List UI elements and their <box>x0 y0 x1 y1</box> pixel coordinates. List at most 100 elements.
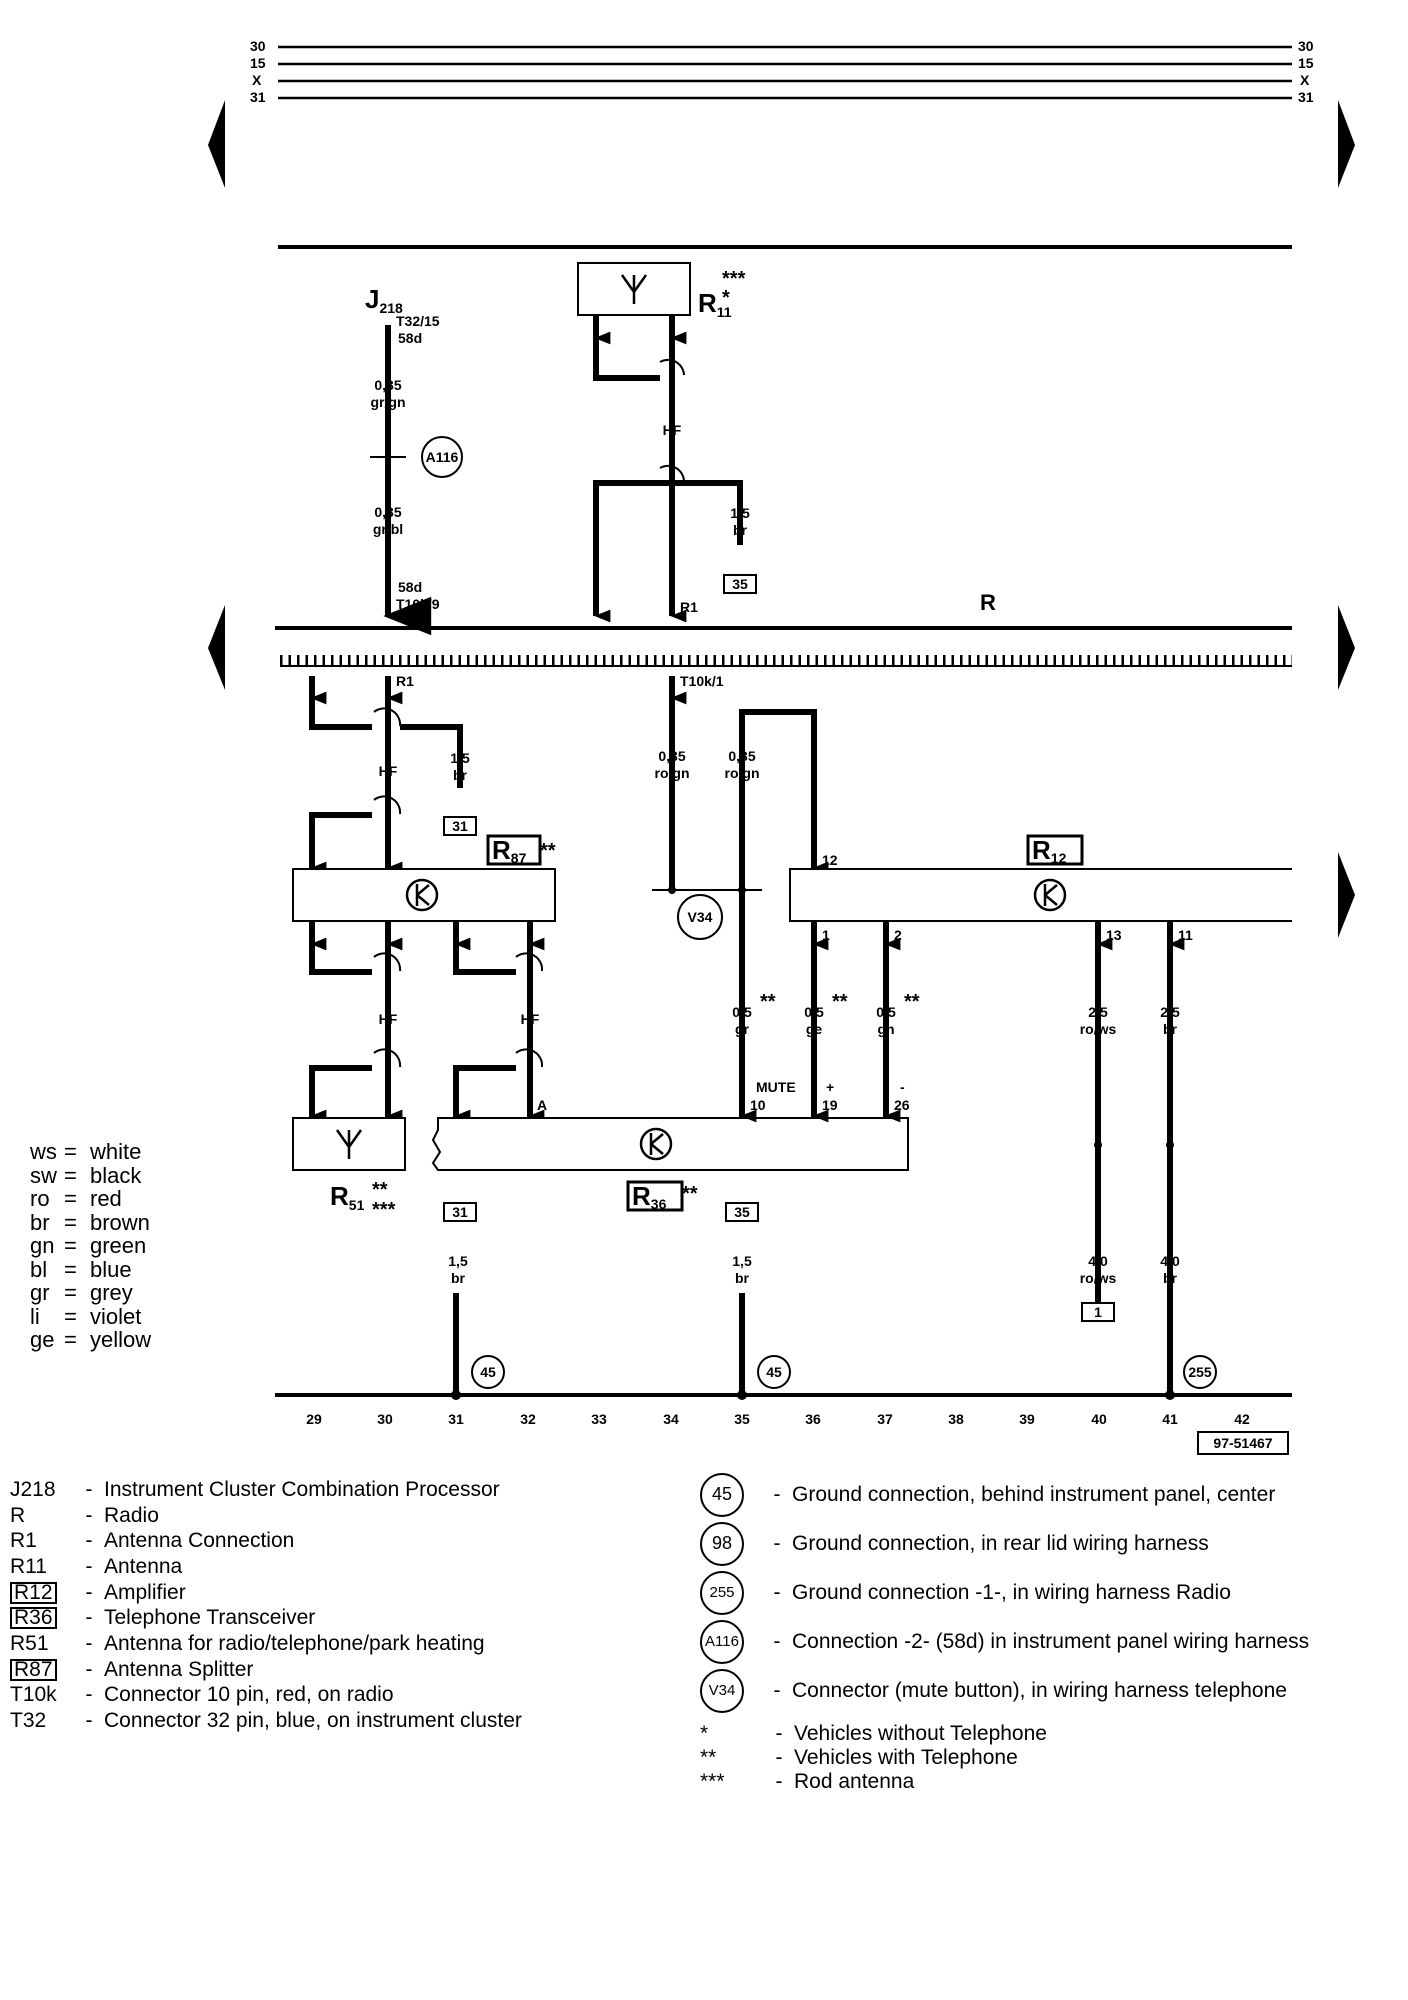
r12-power-wires <box>1095 922 1173 1395</box>
wire-w15-size: 4,0 <box>1160 1253 1180 1269</box>
color-key-row: ws=white <box>30 1139 142 1164</box>
track-30: 30 <box>377 1411 393 1427</box>
r51-mark-1: ** <box>372 1179 388 1201</box>
r11-mark-star: * <box>722 287 730 309</box>
terminal-minus: - <box>900 1079 905 1095</box>
r87-label: R87 <box>492 835 527 866</box>
r36-label-box <box>626 1180 684 1212</box>
legend-row: R51-Antenna for radio/telephone/park hea… <box>10 1631 485 1655</box>
wire-w14-color: ro/ws <box>1080 1270 1117 1286</box>
wire-w12-color: br <box>451 1270 466 1286</box>
antenna-r51-icon <box>335 1129 363 1159</box>
hf-label-r11: HF <box>663 422 682 438</box>
wire-w5-color: ro/gn <box>655 765 690 781</box>
color-key-row: ro=red <box>30 1186 122 1211</box>
wire-w6-size: 0,35 <box>728 748 755 764</box>
legend-row: R12-Amplifier <box>10 1580 522 1606</box>
wire-w2-size: 0,35 <box>374 504 401 520</box>
ground-45b-circle <box>757 1355 791 1389</box>
bus-lines <box>278 45 1292 100</box>
terminal-pin-12: 12 <box>822 852 838 868</box>
wiring-diagram: 30 15 X 31 30 15 X 31 R J218 T32/15 58d … <box>208 38 1355 1455</box>
arrow-right-mid-icon <box>1338 605 1355 690</box>
ground-wires <box>453 1293 745 1395</box>
legend-row: R36-Telephone Transceiver <box>10 1605 522 1631</box>
terminal-t32-15: T32/15 <box>396 313 440 329</box>
ground-circle-icon: 255 <box>700 1570 744 1615</box>
r12-to-r36-wires <box>811 922 889 1118</box>
wire-w11-color: br <box>1163 1021 1178 1037</box>
wire-w7-color: gr <box>735 1021 750 1037</box>
color-key-row: li=violet <box>30 1303 142 1329</box>
wire-w11-size: 2,5 <box>1160 1004 1180 1020</box>
color-key-row: gn=green <box>30 1233 147 1258</box>
terminal-pin-a: A <box>537 1097 547 1113</box>
connector-v34: V34 <box>688 909 713 925</box>
arrow-left-top-icon <box>208 100 225 188</box>
color-key-row: sw=black <box>30 1162 142 1188</box>
component-legend: J218-Instrument Cluster Combination Proc… <box>10 1477 522 1734</box>
box-35-bottom-label: 35 <box>734 1204 750 1220</box>
track-39: 39 <box>1019 1411 1035 1427</box>
r51-mark-2: *** <box>372 1199 396 1221</box>
track-41: 41 <box>1162 1411 1178 1427</box>
track-34: 34 <box>663 1411 679 1427</box>
bus-label-31-left: 31 <box>250 89 266 105</box>
antenna-r11-icon <box>620 274 648 304</box>
track-numbers: 29 30 31 32 33 34 35 36 37 38 39 40 41 4… <box>306 1411 1250 1427</box>
bus-label-15-right: 15 <box>1298 55 1314 71</box>
r87-symbol-icon <box>405 878 439 912</box>
r87-output-wires <box>309 922 533 1118</box>
terminal-pin-11: 11 <box>1178 927 1193 943</box>
wire-w13-size: 1,5 <box>732 1253 752 1269</box>
terminal-mute: MUTE <box>756 1079 796 1095</box>
r11-shields <box>659 358 685 482</box>
hf-label-3: HF <box>521 1011 540 1027</box>
terminal-58d-top: 58d <box>398 330 422 346</box>
terminal-pin-13: 13 <box>1106 927 1122 943</box>
r36-mark: ** <box>682 1183 698 1205</box>
track-36: 36 <box>805 1411 821 1427</box>
legend-row: R-Radio <box>10 1503 159 1527</box>
hf-label-1: HF <box>379 763 398 779</box>
hf-label-2: HF <box>379 1011 398 1027</box>
ground-45a: 45 <box>480 1364 496 1380</box>
terminal-t10k-1: T10k/1 <box>680 673 724 689</box>
color-key-row: bl=blue <box>30 1256 132 1282</box>
arrow-right-top-icon <box>1338 100 1355 188</box>
ground-circle-icon: 45 <box>700 1472 744 1517</box>
wire-w5-size: 0,35 <box>658 748 685 764</box>
r87-input-shields <box>373 707 402 815</box>
wire-w15-color: br <box>1163 1270 1178 1286</box>
ground-45a-circle <box>471 1355 505 1389</box>
r51-label: R51 <box>330 1181 365 1213</box>
r11-mark-top: *** <box>722 268 746 290</box>
connector-circle-icon: V34 <box>700 1668 744 1713</box>
r12-label-box <box>1026 834 1084 866</box>
ground-legend-row: 98-Ground connection, in rear lid wiring… <box>700 1519 1309 1568</box>
ground-legend-row: A116-Connection -2- (58d) in instrument … <box>700 1617 1309 1666</box>
wire-w9-size: 0,5 <box>876 1004 896 1020</box>
legend-row: R87-Antenna Splitter <box>10 1657 522 1683</box>
ground-legend-row: 255-Ground connection -1-, in wiring har… <box>700 1568 1309 1617</box>
wire-w2-color: gr/bl <box>373 521 403 537</box>
connection-circle-icon: A116 <box>700 1619 744 1664</box>
wire-w7-size: 0,5 <box>732 1004 752 1020</box>
wire-w6-color: ro/gn <box>725 765 760 781</box>
track-31: 31 <box>448 1411 464 1427</box>
connector-a116: A116 <box>426 449 459 465</box>
wire-w14-size: 4,0 <box>1088 1253 1108 1269</box>
legend-row: R1-Antenna Connection <box>10 1529 295 1553</box>
wire-w3-size: 1,5 <box>730 505 750 521</box>
track-42: 42 <box>1234 1411 1250 1427</box>
r12-symbol-icon <box>1033 878 1067 912</box>
terminal-r1-top: R1 <box>680 599 698 615</box>
footnote-row: **-Vehicles with Telephone <box>700 1746 1018 1769</box>
connector-v34-circle <box>677 894 723 940</box>
legend-row: T32-Connector 32 pin, blue, on instrumen… <box>10 1709 522 1733</box>
bus-label-31-right: 31 <box>1298 89 1314 105</box>
box-31-top <box>443 816 477 836</box>
terminal-pin-10: 10 <box>750 1097 766 1113</box>
ground-255-circle <box>1183 1355 1217 1389</box>
diagram-id: 97-51467 <box>1213 1435 1272 1451</box>
